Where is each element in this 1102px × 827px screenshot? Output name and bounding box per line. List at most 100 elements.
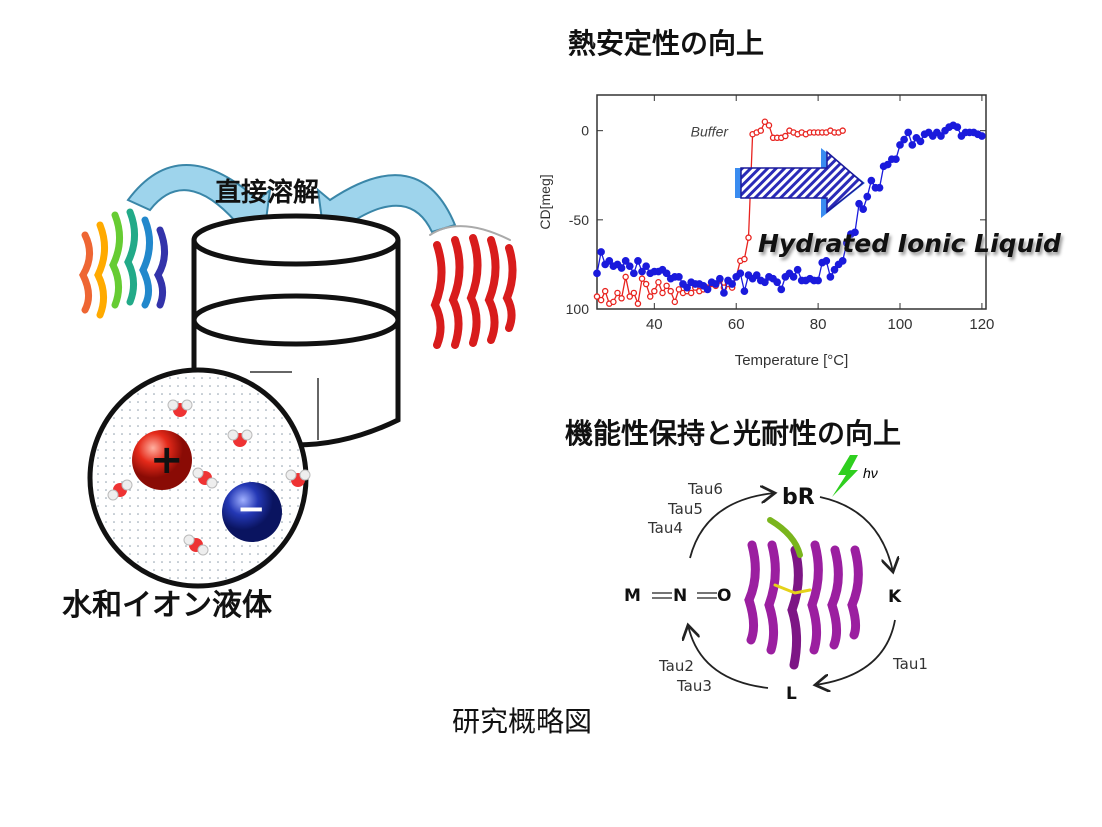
y-tick-label: 0 (581, 123, 589, 139)
x-tick-label: 40 (646, 316, 663, 333)
figure-caption: 研究概略図 (452, 705, 593, 738)
data-point-hil (908, 141, 917, 149)
y-tick-label: 100 (566, 301, 590, 317)
data-point-buffer (601, 287, 609, 295)
data-point-hil (937, 132, 945, 140)
data-point-hil (736, 269, 745, 278)
data-point-hil (892, 155, 900, 164)
light-label: hν (863, 465, 878, 481)
arrow-k-to-l (815, 619, 896, 685)
data-point-hil (883, 160, 892, 169)
data-point-hil (777, 285, 786, 294)
equilibrium-arrows-icon (652, 592, 717, 599)
data-point-buffer (741, 255, 748, 263)
data-point-hil (773, 278, 782, 287)
y-axis-label: CD[meg] (537, 174, 553, 229)
data-point-hil (617, 264, 626, 272)
protein-structure-rainbow-icon (79, 208, 168, 319)
data-point-buffer (745, 234, 752, 241)
data-point-hil (761, 278, 769, 287)
data-point-buffer (634, 300, 642, 307)
data-point-hil (752, 271, 761, 279)
data-point-hil (867, 176, 876, 185)
data-point-buffer (610, 298, 617, 306)
data-point-buffer (655, 278, 662, 286)
data-point-hil (830, 265, 839, 274)
data-point-hil (851, 228, 859, 237)
water-molecule-icons (107, 399, 311, 556)
photocycle-diagram: hν (652, 455, 950, 710)
data-point-hil (711, 280, 720, 288)
bacteriorhodopsin-structure-icon (744, 517, 863, 670)
data-point-hil (597, 248, 605, 256)
data-point-buffer (667, 287, 674, 295)
thermal-stability-title: 熱安定性の向上 (568, 27, 765, 60)
arrow-n-to-br (689, 493, 775, 559)
data-point-hil (904, 128, 913, 137)
data-point-hil (842, 239, 851, 247)
state-k: K (888, 587, 902, 607)
data-point-buffer (618, 295, 625, 302)
plot-frame (596, 94, 987, 310)
state-l: L (786, 684, 797, 704)
data-point-hil (822, 257, 831, 265)
data-point-hil (900, 135, 908, 144)
x-axis-label: Temperature [°C] (735, 352, 849, 369)
data-point-hil (593, 269, 601, 278)
tau4-label: Tau4 (648, 519, 683, 537)
data-point-hil (978, 132, 986, 140)
data-point-buffer (614, 289, 621, 297)
data-point-hil (916, 137, 925, 146)
stability-arrow-icon (735, 148, 865, 218)
hydrated-ionic-liquid-circle (87, 367, 311, 589)
x-tick-label: 120 (969, 316, 994, 333)
data-point-buffer (622, 273, 629, 281)
data-point-hil (728, 280, 736, 288)
data-point-hil (634, 257, 642, 265)
state-n: N (673, 586, 688, 606)
tau1-label: Tau1 (893, 655, 928, 673)
data-point-buffer (630, 289, 638, 297)
arrow-l-to-n (688, 625, 769, 689)
data-point-hil (789, 273, 798, 281)
data-point-hil (896, 141, 904, 149)
x-tick-label: 80 (810, 316, 827, 333)
data-point-hil (605, 257, 614, 265)
arrow-br-to-k (819, 496, 893, 572)
anion-icon (222, 482, 282, 542)
tau3-label: Tau3 (677, 677, 712, 695)
data-point-hil (855, 199, 863, 208)
anion-sign: − (237, 489, 266, 529)
data-point-hil (621, 257, 630, 265)
data-point-buffer (646, 293, 654, 300)
data-point-hil (863, 192, 872, 201)
data-point-hil (638, 267, 646, 276)
data-point-hil (703, 285, 712, 294)
data-point-hil (720, 289, 728, 297)
data-point-buffer (782, 132, 789, 140)
data-point-hil (715, 274, 724, 283)
hydrated-ionic-liquid-label: 水和イオン液体 (62, 588, 272, 623)
data-point-hil (630, 269, 638, 278)
data-point-buffer (651, 287, 658, 295)
x-tick-label: 60 (728, 316, 745, 333)
series-label-buffer: Buffer (691, 123, 730, 139)
data-point-buffer (675, 286, 683, 293)
data-point-buffer (659, 289, 666, 297)
data-point-buffer (663, 282, 670, 290)
data-point-buffer (593, 293, 601, 300)
data-point-hil (875, 183, 884, 192)
direct-dissolution-label: 直接溶解 (215, 178, 320, 208)
data-point-buffer (642, 280, 650, 288)
data-point-hil (814, 276, 822, 285)
x-tick-label: 100 (887, 316, 912, 333)
state-br: bR (782, 485, 815, 510)
lightning-icon (832, 455, 858, 497)
data-point-hil (838, 257, 847, 265)
data-point-hil (625, 262, 634, 271)
data-point-buffer (765, 122, 773, 129)
data-point-hil (826, 273, 835, 281)
tau6-label: Tau6 (688, 480, 723, 498)
tau5-label: Tau5 (668, 500, 703, 518)
data-point-hil (740, 287, 749, 296)
